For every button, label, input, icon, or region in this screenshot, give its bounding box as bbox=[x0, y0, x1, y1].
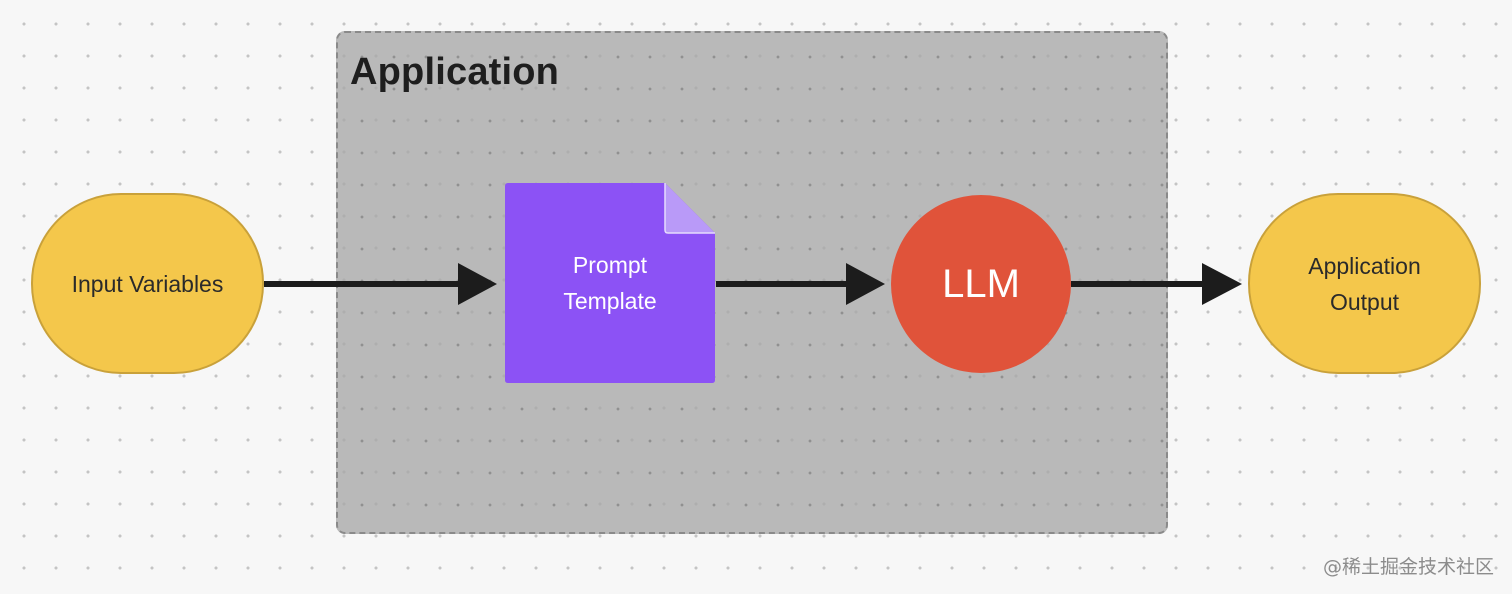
llm-node: LLM bbox=[891, 195, 1071, 373]
application-title: Application bbox=[350, 51, 560, 93]
application-output-label: Application Output bbox=[1308, 252, 1421, 315]
prompt-template-node: Prompt Template bbox=[505, 183, 715, 383]
document-shape bbox=[505, 183, 715, 383]
watermark: @稀土掘金技术社区 bbox=[1322, 556, 1494, 578]
input-variables-node: Input Variables bbox=[31, 193, 264, 374]
arrow-input-to-prompt bbox=[264, 263, 497, 305]
input-variables-label: Input Variables bbox=[71, 270, 224, 297]
llm-label: LLM bbox=[942, 261, 1020, 306]
prompt-template-label: Prompt Template bbox=[563, 252, 657, 314]
arrow-prompt-to-llm bbox=[716, 263, 885, 305]
application-output-node: Application Output bbox=[1248, 193, 1481, 374]
arrow-llm-to-output bbox=[1071, 263, 1242, 305]
